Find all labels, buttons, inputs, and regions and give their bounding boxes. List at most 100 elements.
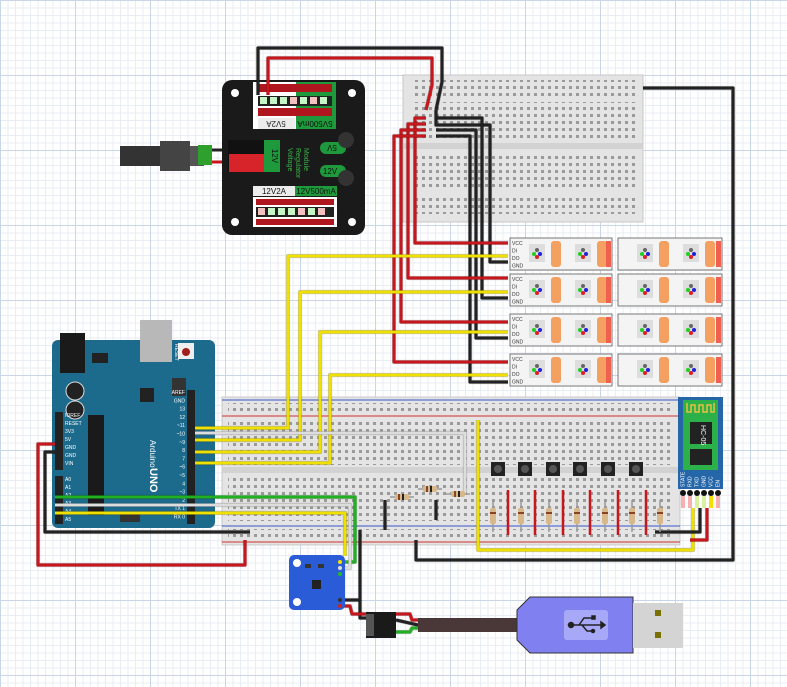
- resistor: [657, 508, 663, 524]
- push-button[interactable]: [629, 462, 643, 476]
- push-button[interactable]: [491, 462, 505, 476]
- led-pixel: [643, 248, 647, 252]
- wire-black: [436, 116, 508, 300]
- push-button[interactable]: [601, 462, 615, 476]
- power-pin-label: VIN: [65, 461, 74, 467]
- regulator-12v500ma-label: 12V500mA: [296, 187, 336, 196]
- digital-pin-label: 12: [179, 415, 185, 421]
- hc05-pin-label: RXD: [688, 476, 694, 487]
- strip-pin-label: DO: [512, 292, 520, 298]
- strip-pin-label: DO: [512, 372, 520, 378]
- wire-black: [43, 450, 250, 534]
- led-pixel: [643, 364, 647, 368]
- regulator-5v-label: 5V: [326, 143, 336, 152]
- usb-serial-cable[interactable]: [418, 596, 683, 654]
- wire-red: [399, 128, 508, 324]
- resistor: [602, 508, 608, 524]
- led-pixel: [689, 284, 693, 288]
- digital-pin-label: 13: [179, 407, 185, 413]
- wire-white: [55, 503, 352, 570]
- regulator-title-1: Voltage: [286, 148, 293, 171]
- wire-red: [413, 116, 508, 245]
- regulator-title-2: Regulator: [294, 148, 301, 179]
- wire-black: [436, 128, 508, 340]
- strip-pin-label: DI: [512, 285, 517, 291]
- push-button[interactable]: [573, 462, 587, 476]
- wire-yellow: [476, 420, 695, 552]
- wire-black: [256, 46, 444, 111]
- regulator-5v-button[interactable]: [338, 132, 354, 148]
- digital-header: [187, 390, 195, 524]
- wire-white: [195, 431, 467, 495]
- reset-button[interactable]: [182, 348, 190, 356]
- resistors: [390, 486, 470, 500]
- mpu-sensor-module: [289, 555, 345, 610]
- regulator-12v-header: [253, 197, 337, 227]
- wire-red: [266, 56, 434, 111]
- wire-green: [396, 626, 418, 634]
- power-header: [55, 412, 63, 470]
- wire-red: [342, 604, 370, 616]
- regulator-12v-input-label: 12V: [270, 149, 279, 164]
- led-pixel: [689, 324, 693, 328]
- usb-b-port[interactable]: [140, 320, 172, 362]
- hc05-pin: [715, 490, 721, 496]
- wire-red: [406, 122, 508, 280]
- led-pixel: [643, 284, 647, 288]
- push-button[interactable]: [518, 462, 532, 476]
- hc05-pin: [687, 490, 693, 496]
- top-breadboard: [402, 74, 644, 223]
- hc05-pin-label: GND: [702, 476, 708, 488]
- wires: [35, 45, 736, 635]
- regulator-12v2a-label: 12V2A: [262, 187, 287, 196]
- led-pixel: [581, 364, 585, 368]
- strip-pin-label: GND: [512, 300, 524, 306]
- hc05-pin-label: VCC: [709, 476, 715, 487]
- digital-pin-label: 4: [182, 481, 185, 487]
- digital-pin-label: 2: [182, 498, 185, 504]
- power-pin-label: GND: [65, 453, 77, 459]
- led-pixel: [643, 324, 647, 328]
- led-strip-segment: [617, 353, 723, 387]
- led-pixel: [535, 248, 539, 252]
- wire-yellow: [55, 511, 347, 556]
- digital-pin-label: ~6: [179, 465, 185, 471]
- digital-pin-label: 8: [182, 448, 185, 454]
- led-pixel: [535, 324, 539, 328]
- resistor: [490, 508, 496, 524]
- led-pixel: [689, 364, 693, 368]
- resistor: [629, 508, 635, 524]
- regulator-12v-button[interactable]: [338, 170, 354, 186]
- regulator-5v500ma-label: 5V500mA: [297, 119, 333, 128]
- led-pixel: [689, 248, 693, 252]
- led-pixel: [581, 324, 585, 328]
- hc05-pin: [701, 490, 707, 496]
- wire-black: [414, 86, 735, 562]
- strip-pin-label: DI: [512, 325, 517, 331]
- wire-black: [395, 618, 419, 627]
- wire-red: [396, 612, 418, 622]
- strip-pin-label: VCC: [512, 241, 523, 247]
- strip-pin-label: DO: [512, 332, 520, 338]
- regulator-title-3: Module: [302, 148, 309, 171]
- digital-pin-label: GND: [174, 398, 186, 404]
- push-button[interactable]: [546, 462, 560, 476]
- arduino-uno: RESET IOREFRESET3V35VGNDGNDVINA0A1A2A3A4…: [52, 320, 215, 528]
- digital-pin-label: ~5: [179, 473, 185, 479]
- power-pin-label: GND: [65, 445, 77, 451]
- hc05-pin-label: EN: [716, 480, 722, 487]
- wire-red: [690, 508, 709, 542]
- wire-black: [434, 110, 508, 264]
- digital-pin-label: 7: [182, 456, 185, 462]
- wire-black: [655, 508, 702, 534]
- pin-header-4: [366, 612, 396, 638]
- resistor: [518, 508, 524, 524]
- hc05-pin: [694, 490, 700, 496]
